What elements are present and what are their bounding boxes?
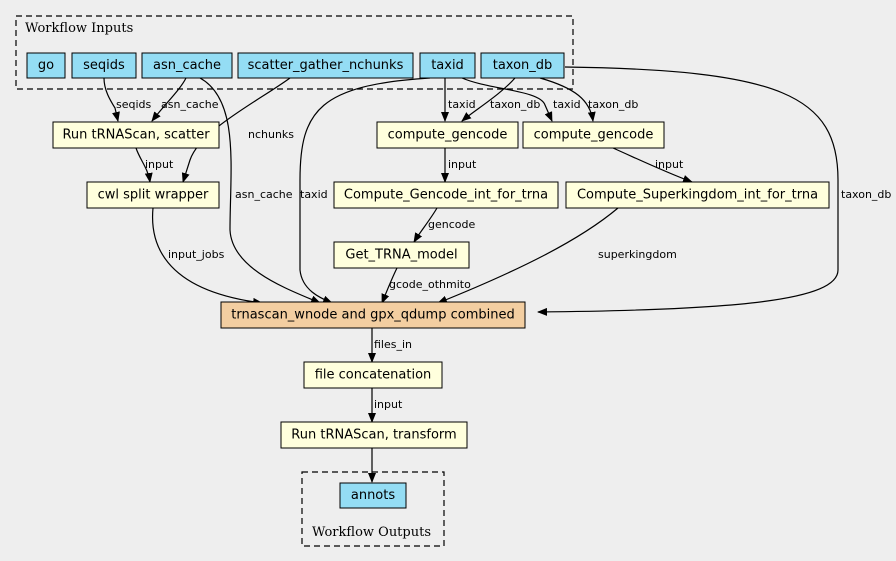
edge-taxondb-to-gencode-1: taxon_db bbox=[461, 77, 540, 122]
edge-asn-cache-to-scatter: asn_cache bbox=[151, 77, 219, 122]
edge-nchunks-to-split: nchunks bbox=[181, 77, 294, 183]
edge-label-taxon-db-2: taxon_db bbox=[588, 98, 638, 111]
edge-gencode1-to-int: input bbox=[441, 148, 477, 183]
workflow-inputs-label: Workflow Inputs bbox=[25, 21, 133, 36]
step-file-concatenation[interactable]: file concatenation bbox=[303, 361, 443, 389]
step-compute-superkingdom-int[interactable]: Compute_Superkingdom_int_for_trna bbox=[565, 181, 830, 209]
edge-label-asn-cache-1: asn_cache bbox=[161, 98, 219, 111]
workflow-outputs-label: Workflow Outputs bbox=[312, 525, 431, 540]
edge-label-seqids: seqids bbox=[116, 98, 152, 111]
edge-superkingdom-to-combined: superkingdom bbox=[437, 207, 677, 304]
node-label-taxid: taxid bbox=[431, 58, 464, 73]
edge-label-input-3: input bbox=[655, 158, 684, 171]
edge-taxid-to-gencode-1: taxid bbox=[441, 78, 476, 122]
edge-gencode2-to-superkingdom: input bbox=[612, 147, 693, 183]
node-label-compute-superkingdom-int: Compute_Superkingdom_int_for_trna bbox=[577, 188, 818, 203]
step-get-trna-model[interactable]: Get_TRNA_model bbox=[333, 241, 470, 269]
node-label-compute-gencode-1: compute_gencode bbox=[388, 128, 508, 143]
edge-label-taxid-2: taxid bbox=[448, 98, 476, 111]
input-node-seqids[interactable]: seqids bbox=[71, 52, 137, 79]
workflow-inputs-cluster: Workflow Inputs bbox=[15, 15, 574, 90]
output-node-annots[interactable]: annots bbox=[339, 482, 407, 509]
edge-label-taxon-db-3: taxon_db bbox=[841, 188, 891, 201]
node-label-go: go bbox=[38, 58, 54, 73]
edge-taxid-to-gencode-2: taxid bbox=[461, 77, 581, 122]
input-node-scatter-gather-nchunks[interactable]: scatter_gather_nchunks bbox=[237, 52, 414, 79]
step-trnascan-combined[interactable]: trnascan_wnode and gpx_qdump combined bbox=[220, 301, 526, 329]
edge-label-input-2: input bbox=[448, 158, 477, 171]
edge-taxid-to-combined: taxid bbox=[299, 77, 431, 304]
node-label-get-trna-model: Get_TRNA_model bbox=[345, 248, 457, 263]
node-label-run-trnascan-transform: Run tRNAScan, transform bbox=[291, 428, 456, 443]
step-cwl-split-wrapper[interactable]: cwl split wrapper bbox=[86, 181, 220, 209]
edge-taxondb-to-combined: taxon_db bbox=[537, 66, 891, 316]
edge-concat-to-transform: input bbox=[368, 388, 403, 423]
edge-int-to-model: gencode bbox=[413, 207, 475, 243]
node-label-run-trnascan-scatter: Run tRNAScan, scatter bbox=[62, 128, 210, 143]
node-label-asn-cache: asn_cache bbox=[153, 58, 221, 73]
edge-asn-cache-to-combined: asn_cache bbox=[199, 77, 321, 304]
step-compute-gencode-int[interactable]: Compute_Gencode_int_for_trna bbox=[333, 181, 559, 209]
edge-label-taxon-db-1: taxon_db bbox=[490, 98, 540, 111]
edge-label-input-jobs: input_jobs bbox=[168, 248, 225, 261]
node-label-seqids: seqids bbox=[83, 58, 125, 73]
edge-split-to-combined: input_jobs bbox=[151, 207, 263, 306]
input-node-go[interactable]: go bbox=[26, 52, 66, 79]
edge-label-input-4: input bbox=[374, 398, 403, 411]
step-run-trnascan-transform[interactable]: Run tRNAScan, transform bbox=[280, 421, 468, 449]
node-label-file-concatenation: file concatenation bbox=[315, 368, 432, 383]
edge-model-to-combined: gcode_othmito bbox=[381, 267, 471, 304]
node-label-annots: annots bbox=[351, 488, 395, 503]
node-label-trnascan-combined: trnascan_wnode and gpx_qdump combined bbox=[231, 308, 514, 323]
edge-label-files-in: files_in bbox=[374, 338, 412, 351]
node-label-compute-gencode-int: Compute_Gencode_int_for_trna bbox=[344, 188, 548, 203]
edge-scatter-to-split: input bbox=[135, 147, 174, 183]
edge-label-superkingdom: superkingdom bbox=[598, 248, 677, 261]
input-node-asn-cache[interactable]: asn_cache bbox=[141, 52, 233, 79]
edge-label-gcode-othmito: gcode_othmito bbox=[389, 278, 471, 291]
edge-seqids-to-scatter: seqids bbox=[103, 77, 152, 122]
workflow-outputs-cluster: Workflow Outputs bbox=[301, 471, 445, 547]
node-label-cwl-split-wrapper: cwl split wrapper bbox=[98, 188, 209, 203]
edge-label-input-1: input bbox=[145, 158, 174, 171]
edge-label-taxid-3: taxid bbox=[553, 98, 581, 111]
step-compute-gencode-1[interactable]: compute_gencode bbox=[376, 121, 519, 149]
edge-combined-to-concat: files_in bbox=[368, 328, 412, 363]
step-run-trnascan-scatter[interactable]: Run tRNAScan, scatter bbox=[52, 121, 220, 149]
edge-label-asn-cache-2: asn_cache bbox=[235, 188, 293, 201]
node-label-scatter-gather-nchunks: scatter_gather_nchunks bbox=[248, 58, 404, 73]
node-label-taxon-db: taxon_db bbox=[493, 58, 553, 73]
edge-label-nchunks: nchunks bbox=[248, 128, 294, 141]
input-node-taxon-db[interactable]: taxon_db bbox=[480, 52, 565, 79]
step-compute-gencode-2[interactable]: compute_gencode bbox=[522, 121, 665, 149]
edge-taxondb-to-gencode-2: taxon_db bbox=[539, 77, 638, 122]
edge-label-taxid-1: taxid bbox=[300, 188, 328, 201]
input-node-taxid[interactable]: taxid bbox=[419, 52, 476, 79]
node-label-compute-gencode-2: compute_gencode bbox=[534, 128, 654, 143]
edge-label-gencode: gencode bbox=[428, 218, 475, 231]
